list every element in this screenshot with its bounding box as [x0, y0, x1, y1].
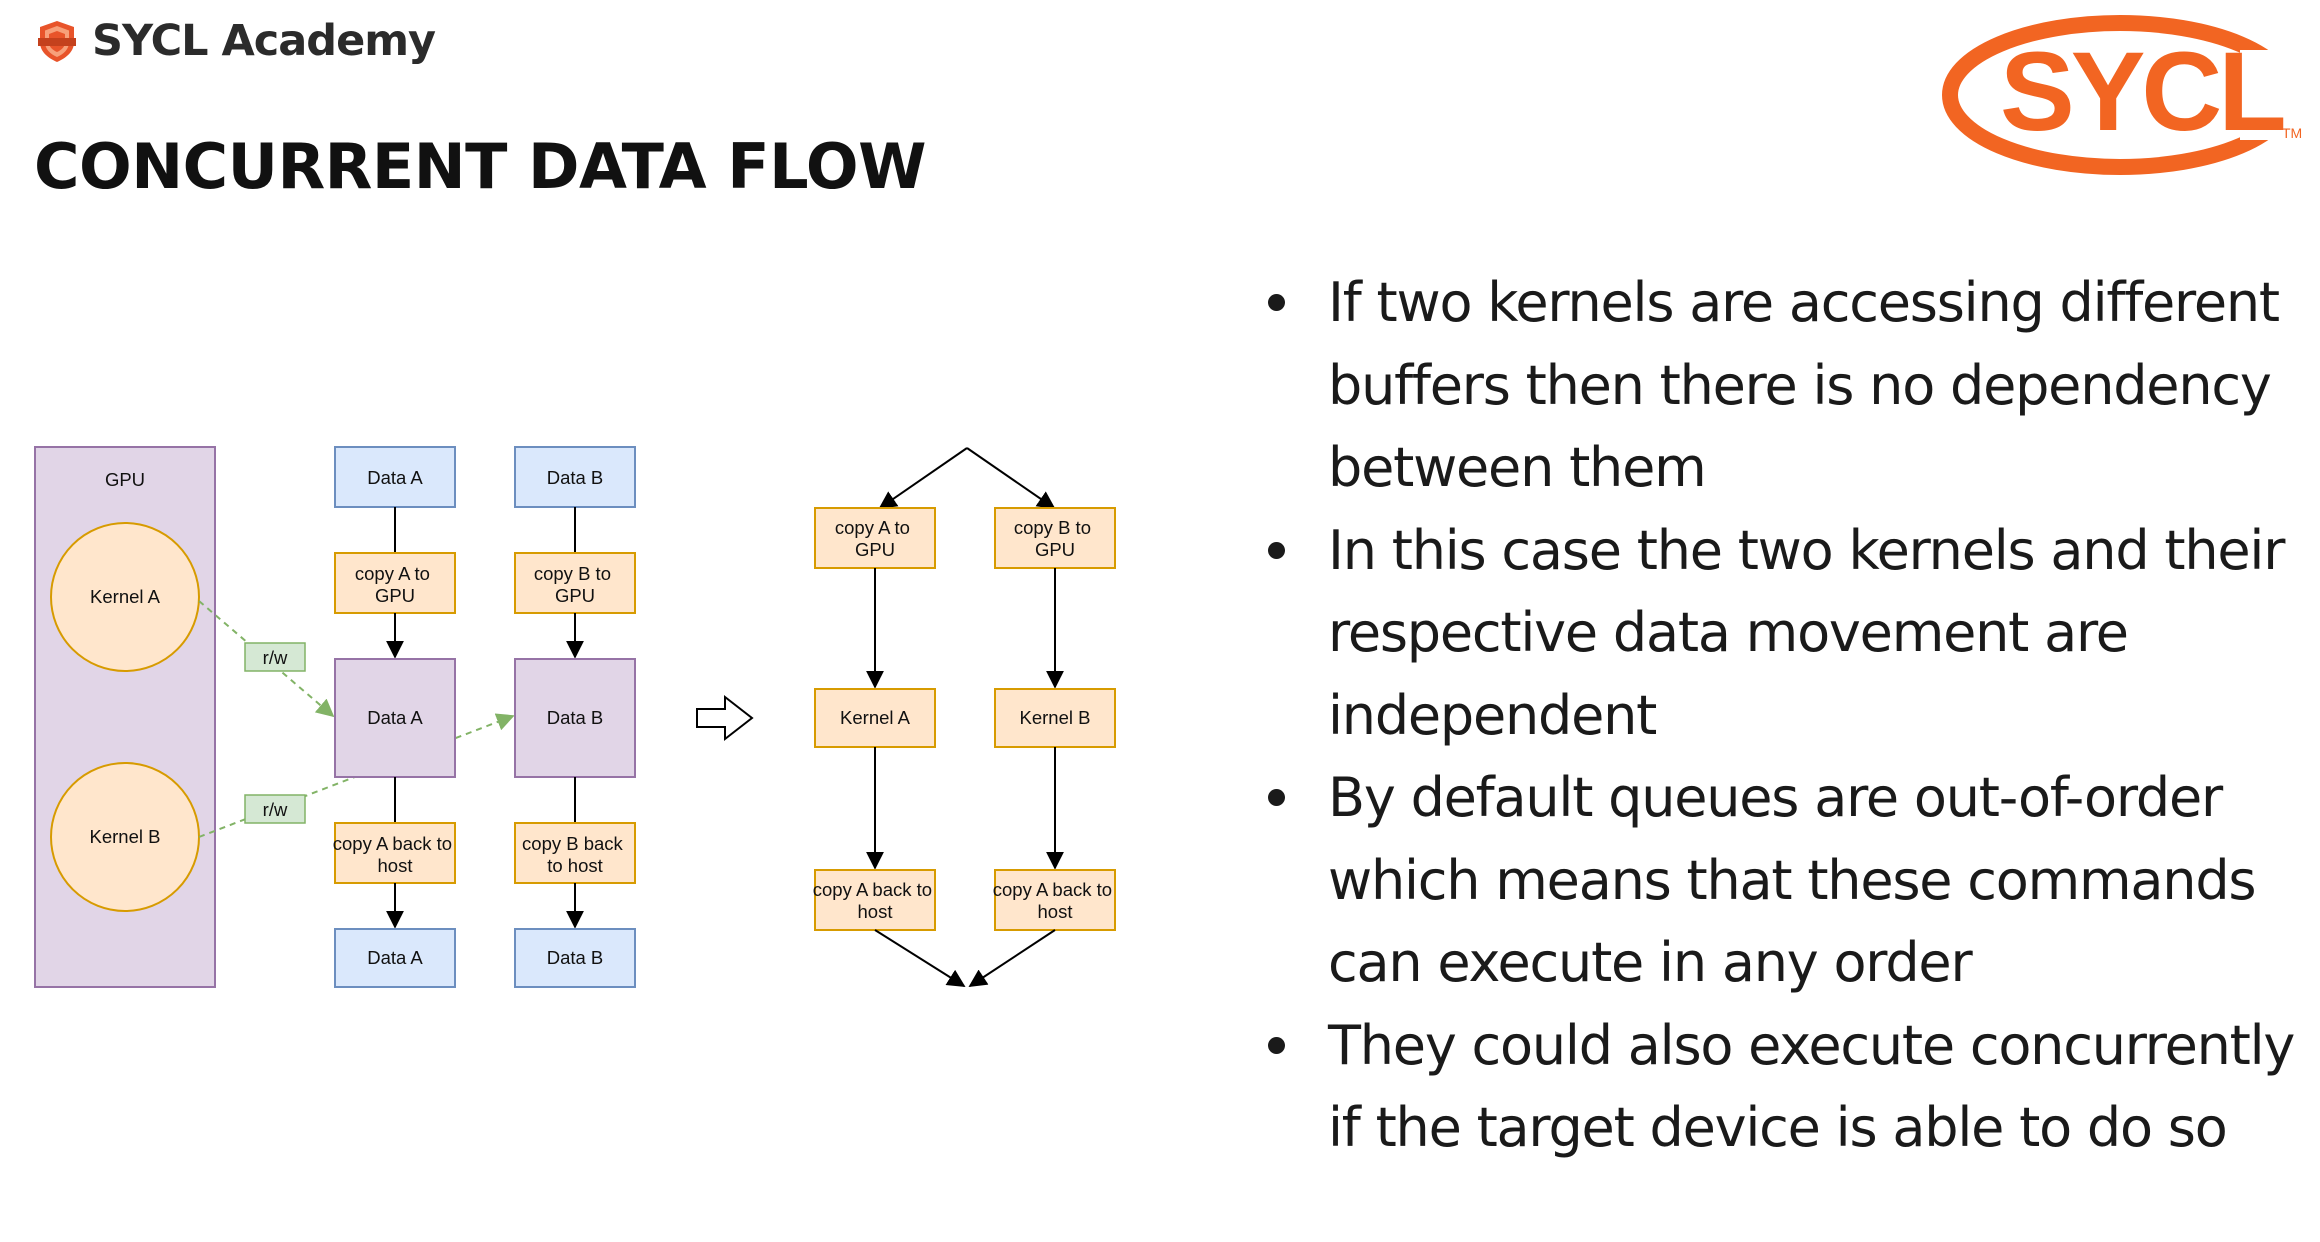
academy-shield-icon [38, 21, 76, 62]
bullet-dot [1268, 294, 1285, 311]
page-title: CONCURRENT DATA FLOW [34, 130, 926, 203]
data-b-buffer [514, 658, 636, 778]
graph-copy-a-back-line-1: copy A back to [813, 879, 932, 900]
data-a-buffer-label: Data A [367, 707, 423, 728]
graph-copy-b-to-gpu-line-1: copy B to [1014, 517, 1091, 538]
data-a-result-label: Data A [367, 947, 423, 968]
graph-copy-b-to-gpu-line-2: GPU [1035, 539, 1075, 560]
graph-kernel-b [994, 688, 1116, 748]
bullet-line: between them [1328, 436, 1707, 499]
kernel-a-label: Kernel A [90, 586, 161, 607]
copy-b-to-gpu [514, 552, 636, 614]
bullet-list: If two kernels are accessing different b… [1268, 262, 2318, 1170]
copy-b-back-line-2: to host [547, 855, 603, 876]
copy-b-to-gpu-line-2: GPU [555, 585, 595, 606]
join-edge-b [968, 929, 1056, 987]
join-edge-a [874, 929, 966, 987]
bullet-line: buffers then there is no dependency [1328, 353, 2272, 417]
concurrent-data-flow-diagram: GPU Kernel A Kernel B r/w r/w Data A cop… [34, 446, 1117, 988]
data-a-source-label: Data A [367, 467, 423, 488]
bullet-line: By default queues are out-of-order [1328, 766, 2223, 829]
rw-badge-b [244, 794, 306, 824]
graph-copy-a-back-line-2: host [858, 901, 893, 922]
sycl-logo: SYCL TM [1942, 15, 2302, 175]
graph-copy-a-to-gpu-label: copy A to GPU [835, 517, 915, 560]
copy-b-back-line-1: copy B back [522, 833, 624, 854]
bullet-line: respective data movement are [1328, 601, 2129, 664]
bullet-item: By default queues are out-of-order which… [1268, 757, 2318, 1005]
transform-arrow-icon [696, 694, 754, 742]
graph-copy-b-back-line-2: host [1038, 901, 1073, 922]
bullet-line: If two kernels are accessing different [1328, 271, 2280, 334]
kernel-a-node [50, 522, 200, 672]
split-edge-a [878, 447, 968, 510]
rw-badge-a [244, 642, 306, 672]
brand-name: SYCL Academy [92, 16, 436, 66]
bullet-item: If two kernels are accessing different b… [1268, 262, 2318, 510]
bullet-dot [1268, 789, 1285, 806]
data-b-source [514, 446, 636, 508]
rw-label-a: r/w [263, 647, 288, 668]
bullet-dot [1268, 541, 1285, 559]
copy-a-back-label: copy A back to host [333, 833, 457, 876]
data-b-result [514, 928, 636, 988]
bullet-line: In this case the two kernels and their [1328, 518, 2285, 582]
gpu-label: GPU [105, 469, 145, 490]
data-b-result-label: Data B [547, 947, 604, 968]
graph-copy-a-back [814, 869, 936, 931]
copy-b-back-label: copy B back to host [522, 833, 628, 876]
graph-copy-b-to-gpu [994, 507, 1116, 569]
copy-a-back-line-2: host [378, 855, 413, 876]
data-a-buffer [334, 658, 456, 778]
bullet-item: In this case the two kernels and their r… [1268, 510, 2318, 758]
graph-copy-b-back-line-1: copy A back to [993, 879, 1112, 900]
graph-copy-a-back-label: copy A back to host [813, 879, 937, 922]
data-a-result [334, 928, 456, 988]
data-b-buffer-label: Data B [547, 707, 604, 728]
split-edge-b [966, 447, 1056, 510]
kernel-b-label: Kernel B [90, 826, 161, 847]
bullet-line: if the target device is able to do so [1328, 1096, 2228, 1159]
bullet-item: They could also execute concurrently if … [1268, 1005, 2318, 1170]
copy-b-to-gpu-line-1: copy B to [534, 563, 611, 584]
data-b-source-label: Data B [547, 467, 604, 488]
copy-a-to-gpu-line-2: GPU [375, 585, 415, 606]
data-a-source [334, 446, 456, 508]
bullet-line: independent [1328, 683, 1657, 747]
sycl-logo-text: SYCL [2000, 29, 2283, 154]
brand-header: SYCL Academy [34, 16, 436, 66]
graph-copy-a-to-gpu [814, 507, 936, 569]
graph-copy-a-to-gpu-line-1: copy A to [835, 517, 910, 538]
graph-kernel-b-label: Kernel B [1020, 707, 1091, 728]
copy-a-back-line-1: copy A back to [333, 833, 452, 854]
graph-kernel-a-label: Kernel A [840, 707, 911, 728]
copy-a-to-gpu-label: copy A to GPU [355, 563, 435, 606]
bullet-line: can execute in any order [1328, 931, 1973, 994]
graph-copy-b-to-gpu-label: copy B to GPU [1014, 517, 1096, 560]
copy-a-to-gpu-line-1: copy A to [355, 563, 430, 584]
bullet-dot [1268, 1036, 1285, 1054]
bullet-line: which means that these commands [1328, 848, 2257, 912]
bullet-line: They could also execute concurrently [1328, 1013, 2295, 1077]
trademark-label: TM [2282, 125, 2302, 141]
graph-copy-b-back-label: copy A back to host [993, 879, 1117, 922]
graph-copy-a-to-gpu-line-2: GPU [855, 539, 895, 560]
copy-b-to-gpu-label: copy B to GPU [534, 563, 616, 606]
rw-label-b: r/w [263, 799, 288, 820]
